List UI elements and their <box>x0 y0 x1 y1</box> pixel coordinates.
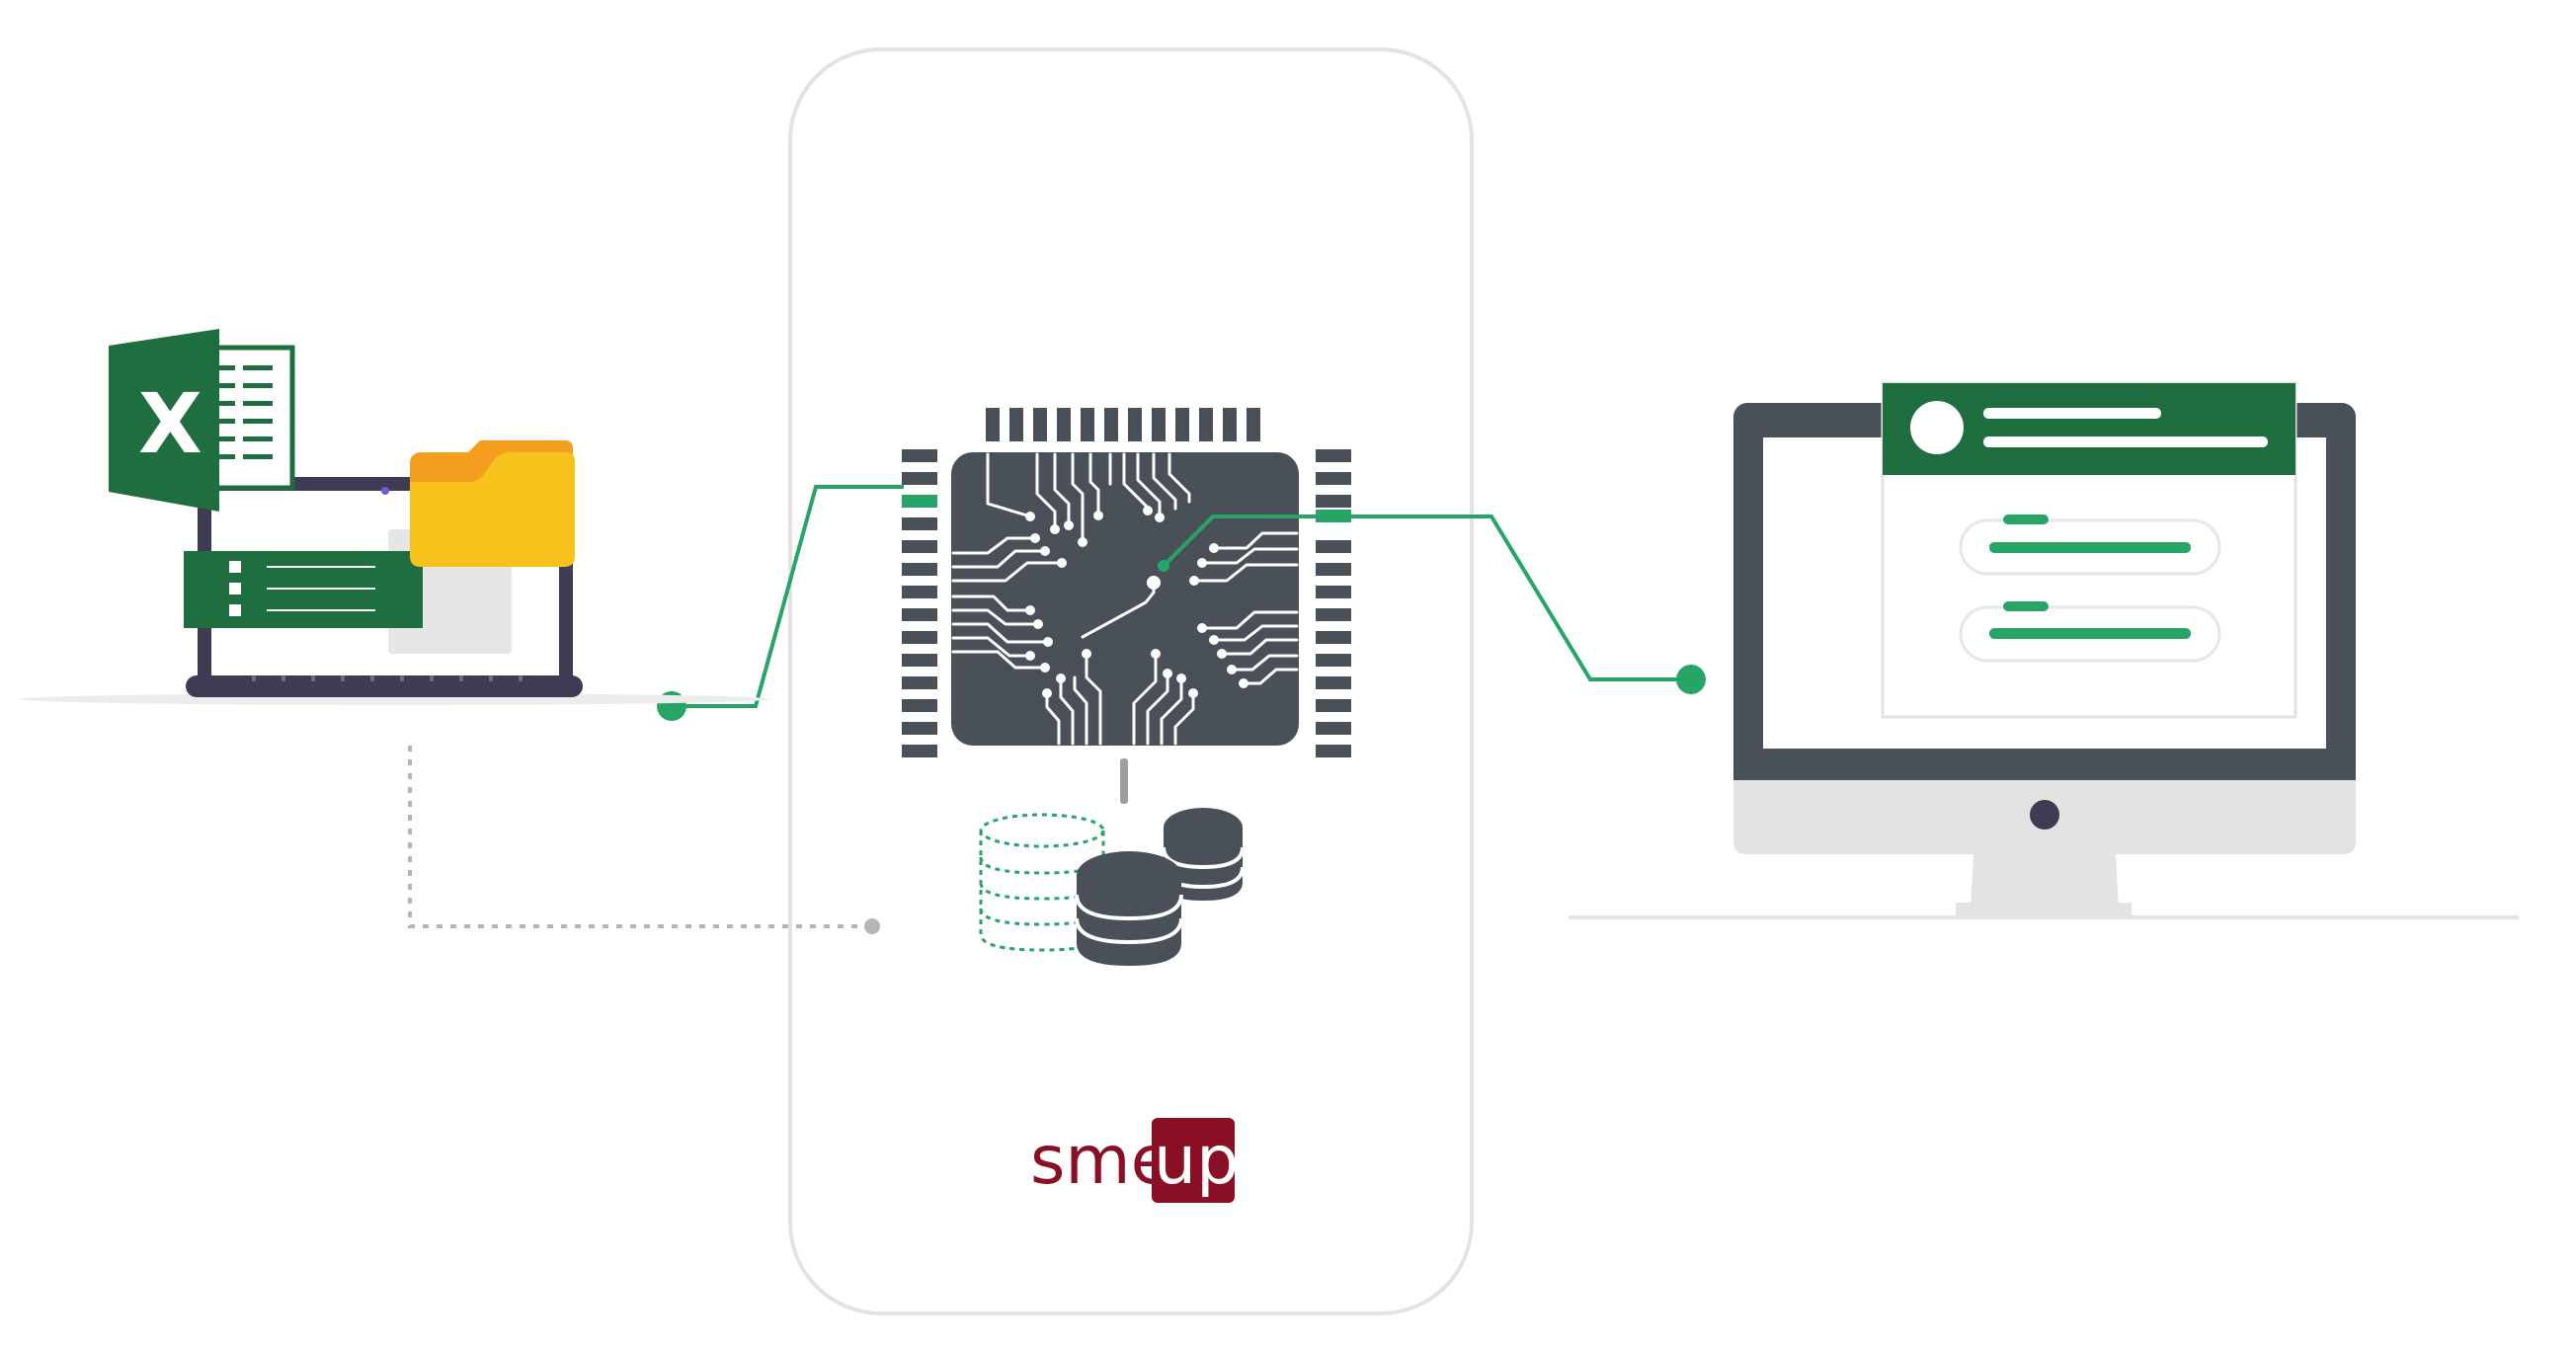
excel-icon: X <box>109 329 295 512</box>
target-group <box>1569 381 2519 919</box>
table-icon <box>184 551 423 628</box>
logo-prefix: sme <box>1030 1122 1172 1200</box>
database-icon <box>979 808 1245 966</box>
folder-icon <box>410 440 575 567</box>
chip-db-link <box>1120 758 1128 804</box>
logo-suffix: up <box>1154 1122 1239 1200</box>
smeup-logo: sme up <box>1030 1118 1239 1203</box>
profile-card-icon <box>1881 381 2297 719</box>
chip-icon <box>902 408 1351 757</box>
connector-dotted <box>408 746 880 934</box>
svg-text:X: X <box>138 375 202 472</box>
source-group: X <box>20 329 770 705</box>
